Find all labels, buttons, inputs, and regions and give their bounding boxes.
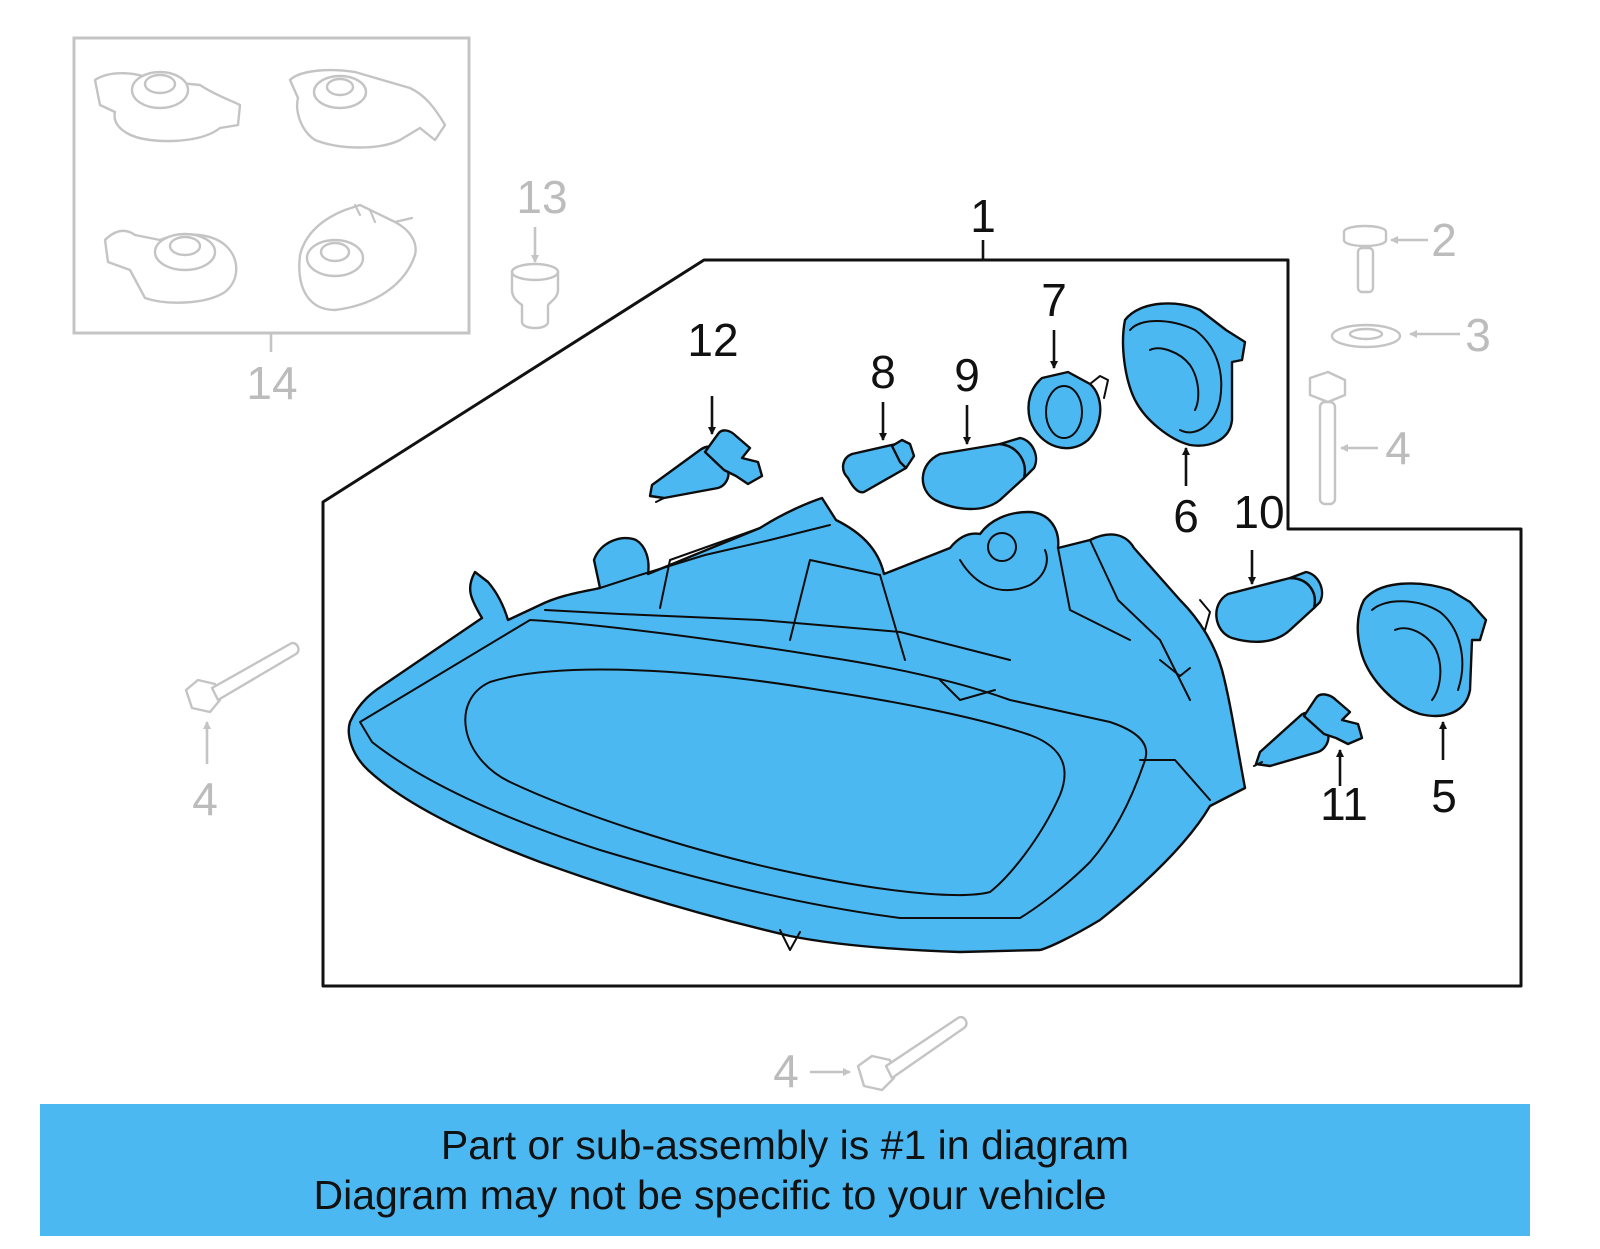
- bulb-9: [921, 405, 1038, 511]
- callout-3: 3: [1465, 309, 1491, 361]
- banner-line-2: Diagram may not be specific to your vehi…: [313, 1172, 1107, 1218]
- callout-2: 2: [1431, 214, 1457, 266]
- kit-bracket-2: [288, 68, 447, 149]
- bulb-10: [1215, 550, 1324, 643]
- bolt-4-right: [1308, 370, 1378, 506]
- callout-4-left: 4: [192, 773, 218, 825]
- socket-7: [1027, 330, 1109, 450]
- info-banner: Part or sub-assembly is #1 in diagram Di…: [40, 1104, 1530, 1236]
- callout-7: 7: [1041, 274, 1067, 326]
- callout-13: 13: [516, 171, 567, 223]
- callout-10: 10: [1233, 486, 1284, 538]
- callout-8: 8: [870, 346, 896, 398]
- callout-6: 6: [1173, 490, 1199, 542]
- grommet-13: [510, 227, 560, 330]
- callout-11: 11: [1320, 778, 1368, 830]
- bolt-4-bottom: [810, 1015, 968, 1092]
- callout-5: 5: [1431, 770, 1457, 822]
- callout-12: 12: [687, 314, 738, 366]
- banner-line-1: Part or sub-assembly is #1 in diagram: [440, 1122, 1130, 1168]
- bolt-4-left: [184, 641, 300, 764]
- callout-4-bottom: 4: [773, 1045, 799, 1097]
- bulb-8: [841, 402, 916, 494]
- bulb-11: [1253, 693, 1364, 786]
- screw-2: [1342, 224, 1428, 294]
- kit-bracket-4: [298, 203, 417, 312]
- callout-9: 9: [954, 349, 980, 401]
- assembly-outline: [321, 258, 1523, 988]
- washer-3: [1330, 323, 1460, 349]
- cap-6: [1121, 302, 1247, 486]
- callout-14: 14: [246, 357, 297, 409]
- bulb-12: [648, 396, 764, 503]
- kit-bracket-3: [103, 229, 238, 304]
- callout-4-right: 4: [1385, 422, 1411, 474]
- callout-1: 1: [970, 190, 996, 242]
- cap-5: [1356, 582, 1488, 760]
- kit-bracket-1: [93, 70, 242, 143]
- headlamp-housing: [347, 496, 1247, 954]
